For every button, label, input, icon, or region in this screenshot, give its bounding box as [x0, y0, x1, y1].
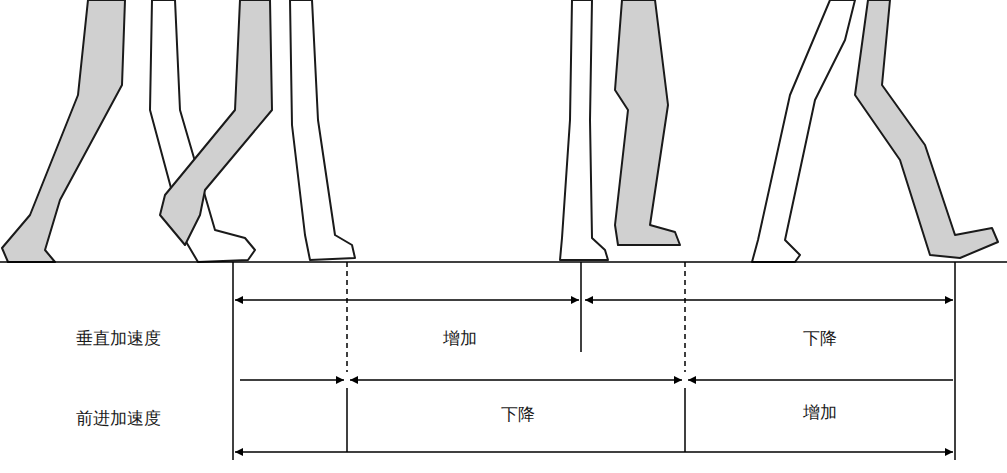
phase-label: 增加	[800, 402, 840, 422]
row-label: 前进加速度	[73, 408, 164, 428]
phase-label: 下降	[800, 328, 840, 348]
row-label: 垂直加速度	[73, 328, 164, 348]
phase-label: 增加	[440, 328, 480, 348]
phase-label: 下降	[498, 404, 538, 424]
